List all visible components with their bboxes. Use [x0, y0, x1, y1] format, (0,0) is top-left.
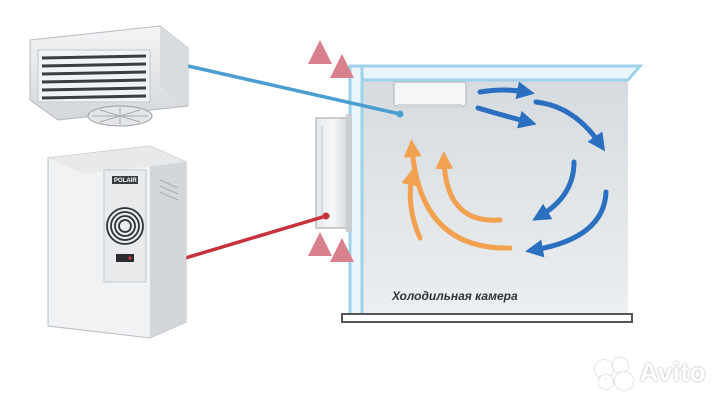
- room-ceiling: [348, 64, 644, 82]
- cold-line: [186, 64, 402, 116]
- controller-display: [116, 254, 134, 262]
- room-interior: [362, 78, 628, 314]
- fan-vent-icon: [106, 207, 144, 245]
- heat-exhaust-arrows: [308, 40, 354, 287]
- avito-watermark-text: Avito: [639, 357, 706, 387]
- hot-line-node: [322, 212, 330, 220]
- cold-air-flow: [475, 81, 609, 258]
- room-floor: [341, 313, 633, 323]
- warm-air-flow: [401, 139, 513, 251]
- hot-line: [170, 214, 328, 264]
- monoblock-unit: POLAIR: [47, 145, 187, 339]
- evaporator-unit: [393, 81, 467, 108]
- avito-watermark: Avito: [593, 357, 706, 390]
- brand-label: POLAIR: [114, 178, 137, 184]
- brand-plate: [112, 176, 138, 184]
- outdoor-unit-top: [29, 25, 189, 127]
- side-vent-icon: [159, 179, 179, 201]
- chamber-label: Холодильная камера: [391, 289, 518, 303]
- avito-logo-icon: [593, 357, 634, 390]
- cold-line-node: [396, 110, 404, 118]
- cold-room: Холодильная камера: [341, 64, 644, 323]
- wall-condenser: [315, 114, 352, 232]
- fan-grille-icon: [87, 105, 153, 127]
